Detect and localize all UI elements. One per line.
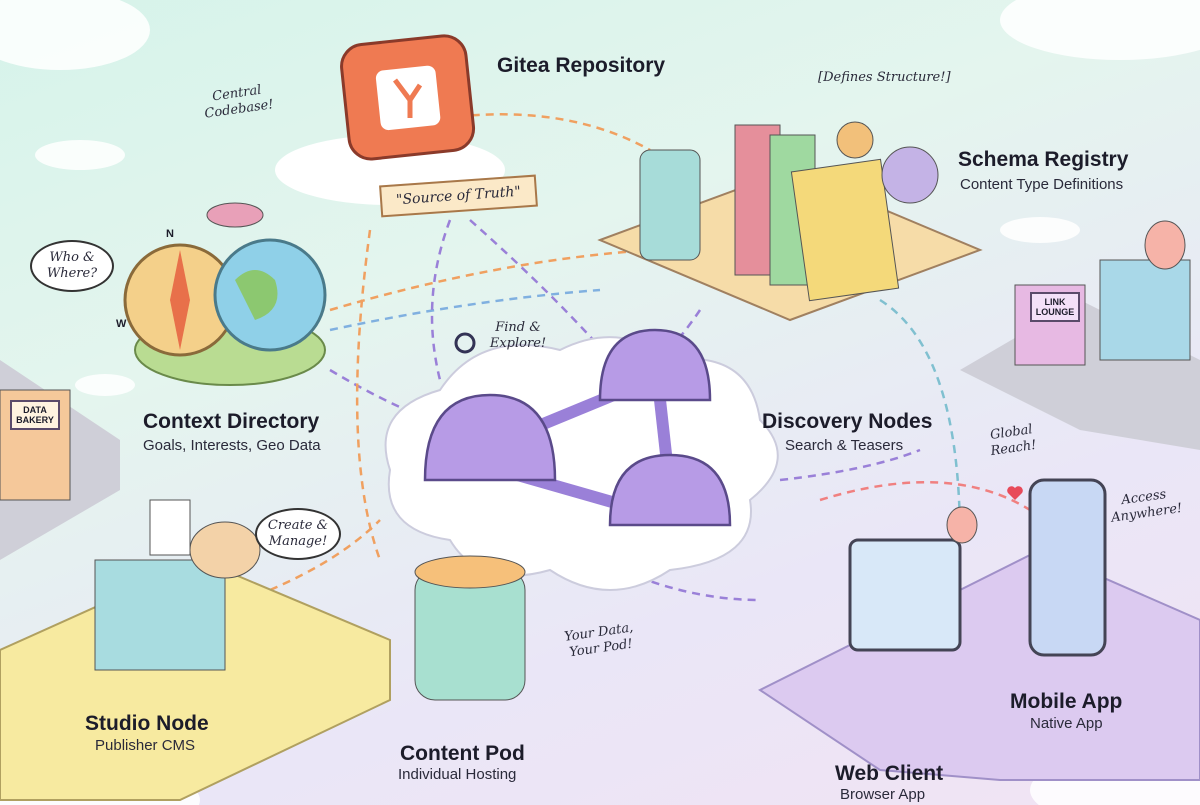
compass-west-label: W	[116, 318, 127, 330]
context-subtitle: Goals, Interests, Geo Data	[143, 437, 321, 454]
mobile-title: Mobile App	[1010, 690, 1123, 713]
blimp-icon	[206, 202, 264, 228]
discovery-title: Discovery Nodes	[762, 410, 933, 433]
content-pod-tower	[414, 569, 526, 701]
gear-icon	[836, 121, 874, 159]
client-island	[758, 548, 1200, 781]
palette-icon	[189, 521, 261, 579]
data-bakery-sign: DATA BAKERY	[10, 400, 60, 430]
magnifier-icon	[454, 332, 476, 354]
hot-air-balloon-icon	[946, 506, 978, 544]
schema-note: [Defines Structure!]	[818, 70, 951, 85]
mobile-subtitle: Native App	[1030, 715, 1103, 732]
discovery-domes	[423, 328, 732, 527]
schema-title: Schema Registry	[958, 148, 1129, 171]
heart-icon	[1007, 486, 1023, 500]
desktop-icon	[848, 538, 962, 652]
web-title: Web Client	[835, 762, 944, 785]
studio-subtitle: Publisher CMS	[95, 737, 196, 754]
discovery-note: Find & Explore!	[489, 320, 547, 351]
pod-title: Content Pod	[400, 742, 525, 765]
studio-title: Studio Node	[85, 712, 209, 735]
discovery-subtitle: Search & Teasers	[785, 437, 904, 454]
monitor-icon	[149, 499, 191, 556]
git-branch-icon	[393, 78, 423, 118]
link-lounge-sign: LINK LOUNGE	[1030, 292, 1080, 322]
hot-air-balloon-icon	[1144, 220, 1186, 270]
context-note: Who & Where?	[30, 240, 114, 292]
schema-subtitle: Content Type Definitions	[960, 176, 1124, 193]
context-title: Context Directory	[143, 410, 320, 433]
gear-icon	[881, 146, 939, 204]
smartphone-icon	[1028, 478, 1107, 657]
gitea-title: Gitea Repository	[497, 54, 666, 77]
studio-note: Create & Manage!	[255, 508, 341, 560]
pod-subtitle: Individual Hosting	[398, 766, 517, 783]
compass-north-label: N	[166, 228, 174, 240]
web-subtitle: Browser App	[840, 786, 926, 803]
